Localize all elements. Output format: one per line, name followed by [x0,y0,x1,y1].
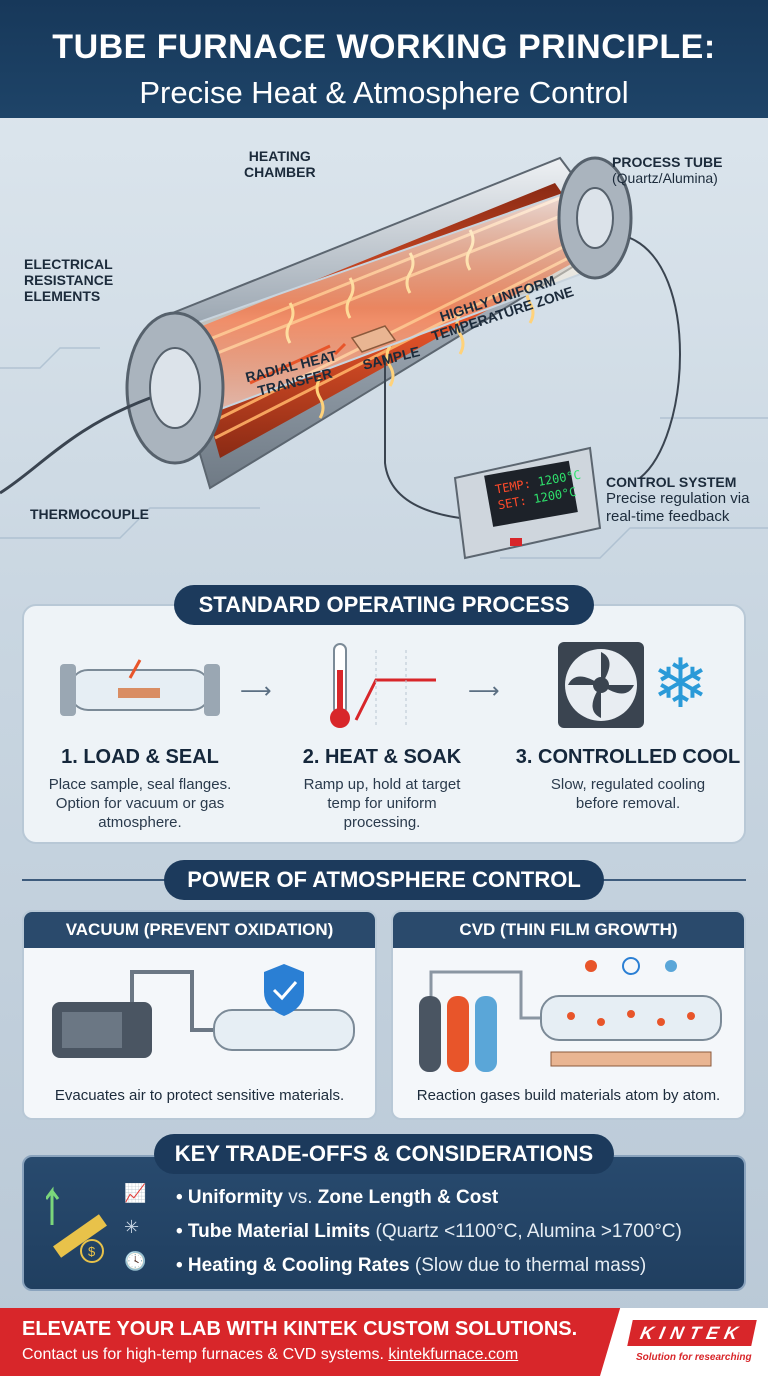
shield-check-icon [264,964,304,1016]
ruler-icon: $ [46,1186,107,1263]
thermocouple-label: THERMOCOUPLE [30,506,149,522]
control-system-label: CONTROL SYSTEM Precise regulation via re… [606,474,766,526]
header: TUBE FURNACE WORKING PRINCIPLE: Precise … [0,0,768,118]
atmosphere-title: POWER OF ATMOSPHERE CONTROL [164,860,604,900]
tradeoff-bold2: Zone Length & Cost [317,1187,499,1208]
tradeoffs-panel: $ 📈 ✳ 🕓 • Uniformity vs. Zone Length & C… [22,1155,746,1291]
process-tube-label: PROCESS TUBE (Quartz/Alumina) [612,154,722,186]
dollar-icon [80,1239,104,1263]
step-controlled-cool: 3. CONTROLLED COOL Slow, regulated cooli… [506,746,750,813]
tradeoffs-title: KEY TRADE-OFFS & CONSIDERATIONS [154,1134,614,1174]
thermometer-icon [330,643,436,728]
clock-icon: 🕓 [124,1251,147,1271]
svg-text:$: $ [88,1244,96,1259]
cvd-card: CVD (THIN FILM GROWTH) Reaction gases bu… [391,910,746,1120]
step-title: 1. LOAD & SEAL [61,746,219,768]
footer-headline: ELEVATE YOUR LAB WITH KINTEK CUSTOM SOLU… [22,1318,578,1340]
step-desc: Slow, regulated cooling before removal. [550,776,706,812]
step-load-seal: 1. LOAD & SEAL Place sample, seal flange… [30,746,250,832]
website-link[interactable]: kintekfurnace.com [388,1346,519,1363]
control-system-desc: Precise regulation via real-time feedbac… [606,490,750,525]
tradeoff-bold: • Tube Material Limits [176,1221,371,1242]
step-desc: Ramp up, hold at target temp for uniform… [303,776,461,831]
arrow-right-icon: ⟶ [240,678,272,703]
cvd-title: CVD (THIN FILM GROWTH) [393,912,744,948]
tradeoff-row: • Tube Material Limits (Quartz <1100°C, … [176,1221,682,1243]
step-desc: Place sample, seal flanges. Option for v… [48,776,232,831]
electrical-elements-label: ELECTRICAL RESISTANCE ELEMENTS [24,256,114,304]
vacuum-title: VACUUM (PREVENT OXIDATION) [24,912,375,948]
vacuum-card: VACUUM (PREVENT OXIDATION) Evacuates air… [22,910,377,1120]
tradeoff-light: (Quartz <1100°C, Alumina >1700°C) [370,1221,682,1242]
arrow-right-icon: ⟶ [468,678,500,703]
furnace-illustration [0,156,768,560]
tradeoff-light: vs. [282,1187,318,1208]
heating-chamber-label: HEATING CHAMBER [244,148,316,180]
cvd-desc: Reaction gases build materials atom by a… [416,1087,721,1104]
tradeoff-light: (Slow due to thermal mass) [409,1255,647,1276]
cvd-illustration [419,957,722,1072]
logo-tagline: Solution for researching [636,1352,752,1363]
snowflake-icon: ❄ [652,646,709,722]
process-tube-material: (Quartz/Alumina) [612,170,718,186]
logo-text: KINTEK [627,1320,757,1346]
vacuum-illustration [52,964,355,1058]
chart-icon: 📈 [124,1183,147,1203]
tradeoff-row: • Uniformity vs. Zone Length & Cost [176,1187,498,1209]
crack-icon: ✳ [124,1217,140,1237]
kintek-logo[interactable]: KINTEK Solution for researching [600,1308,768,1376]
control-system-title: CONTROL SYSTEM [606,474,737,490]
footer-contact-text: Contact us for high-temp furnaces & CVD … [22,1346,389,1363]
tradeoff-bold: • Heating & Cooling Rates [176,1255,410,1276]
fan-icon [558,642,644,728]
page-subtitle: Precise Heat & Atmosphere Control [139,75,629,110]
step-title: 2. HEAT & SOAK [302,746,462,768]
vacuum-desc: Evacuates air to protect sensitive mater… [54,1087,345,1104]
process-title: STANDARD OPERATING PROCESS [174,585,594,625]
load-seal-illustration [60,659,220,716]
tradeoff-row: • Heating & Cooling Rates (Slow due to t… [176,1255,646,1277]
process-tube-title: PROCESS TUBE [612,154,723,170]
step-title: 3. CONTROLLED COOL [515,746,741,768]
footer-contact: Contact us for high-temp furnaces & CVD … [22,1346,518,1364]
furnace-diagram: HEATING CHAMBER PROCESS TUBE (Quartz/Alu… [0,118,768,588]
tradeoff-bold: • Uniformity [176,1187,283,1208]
step-heat-soak: 2. HEAT & SOAK Ramp up, hold at target t… [272,746,492,832]
page-title: TUBE FURNACE WORKING PRINCIPLE: [52,28,716,66]
